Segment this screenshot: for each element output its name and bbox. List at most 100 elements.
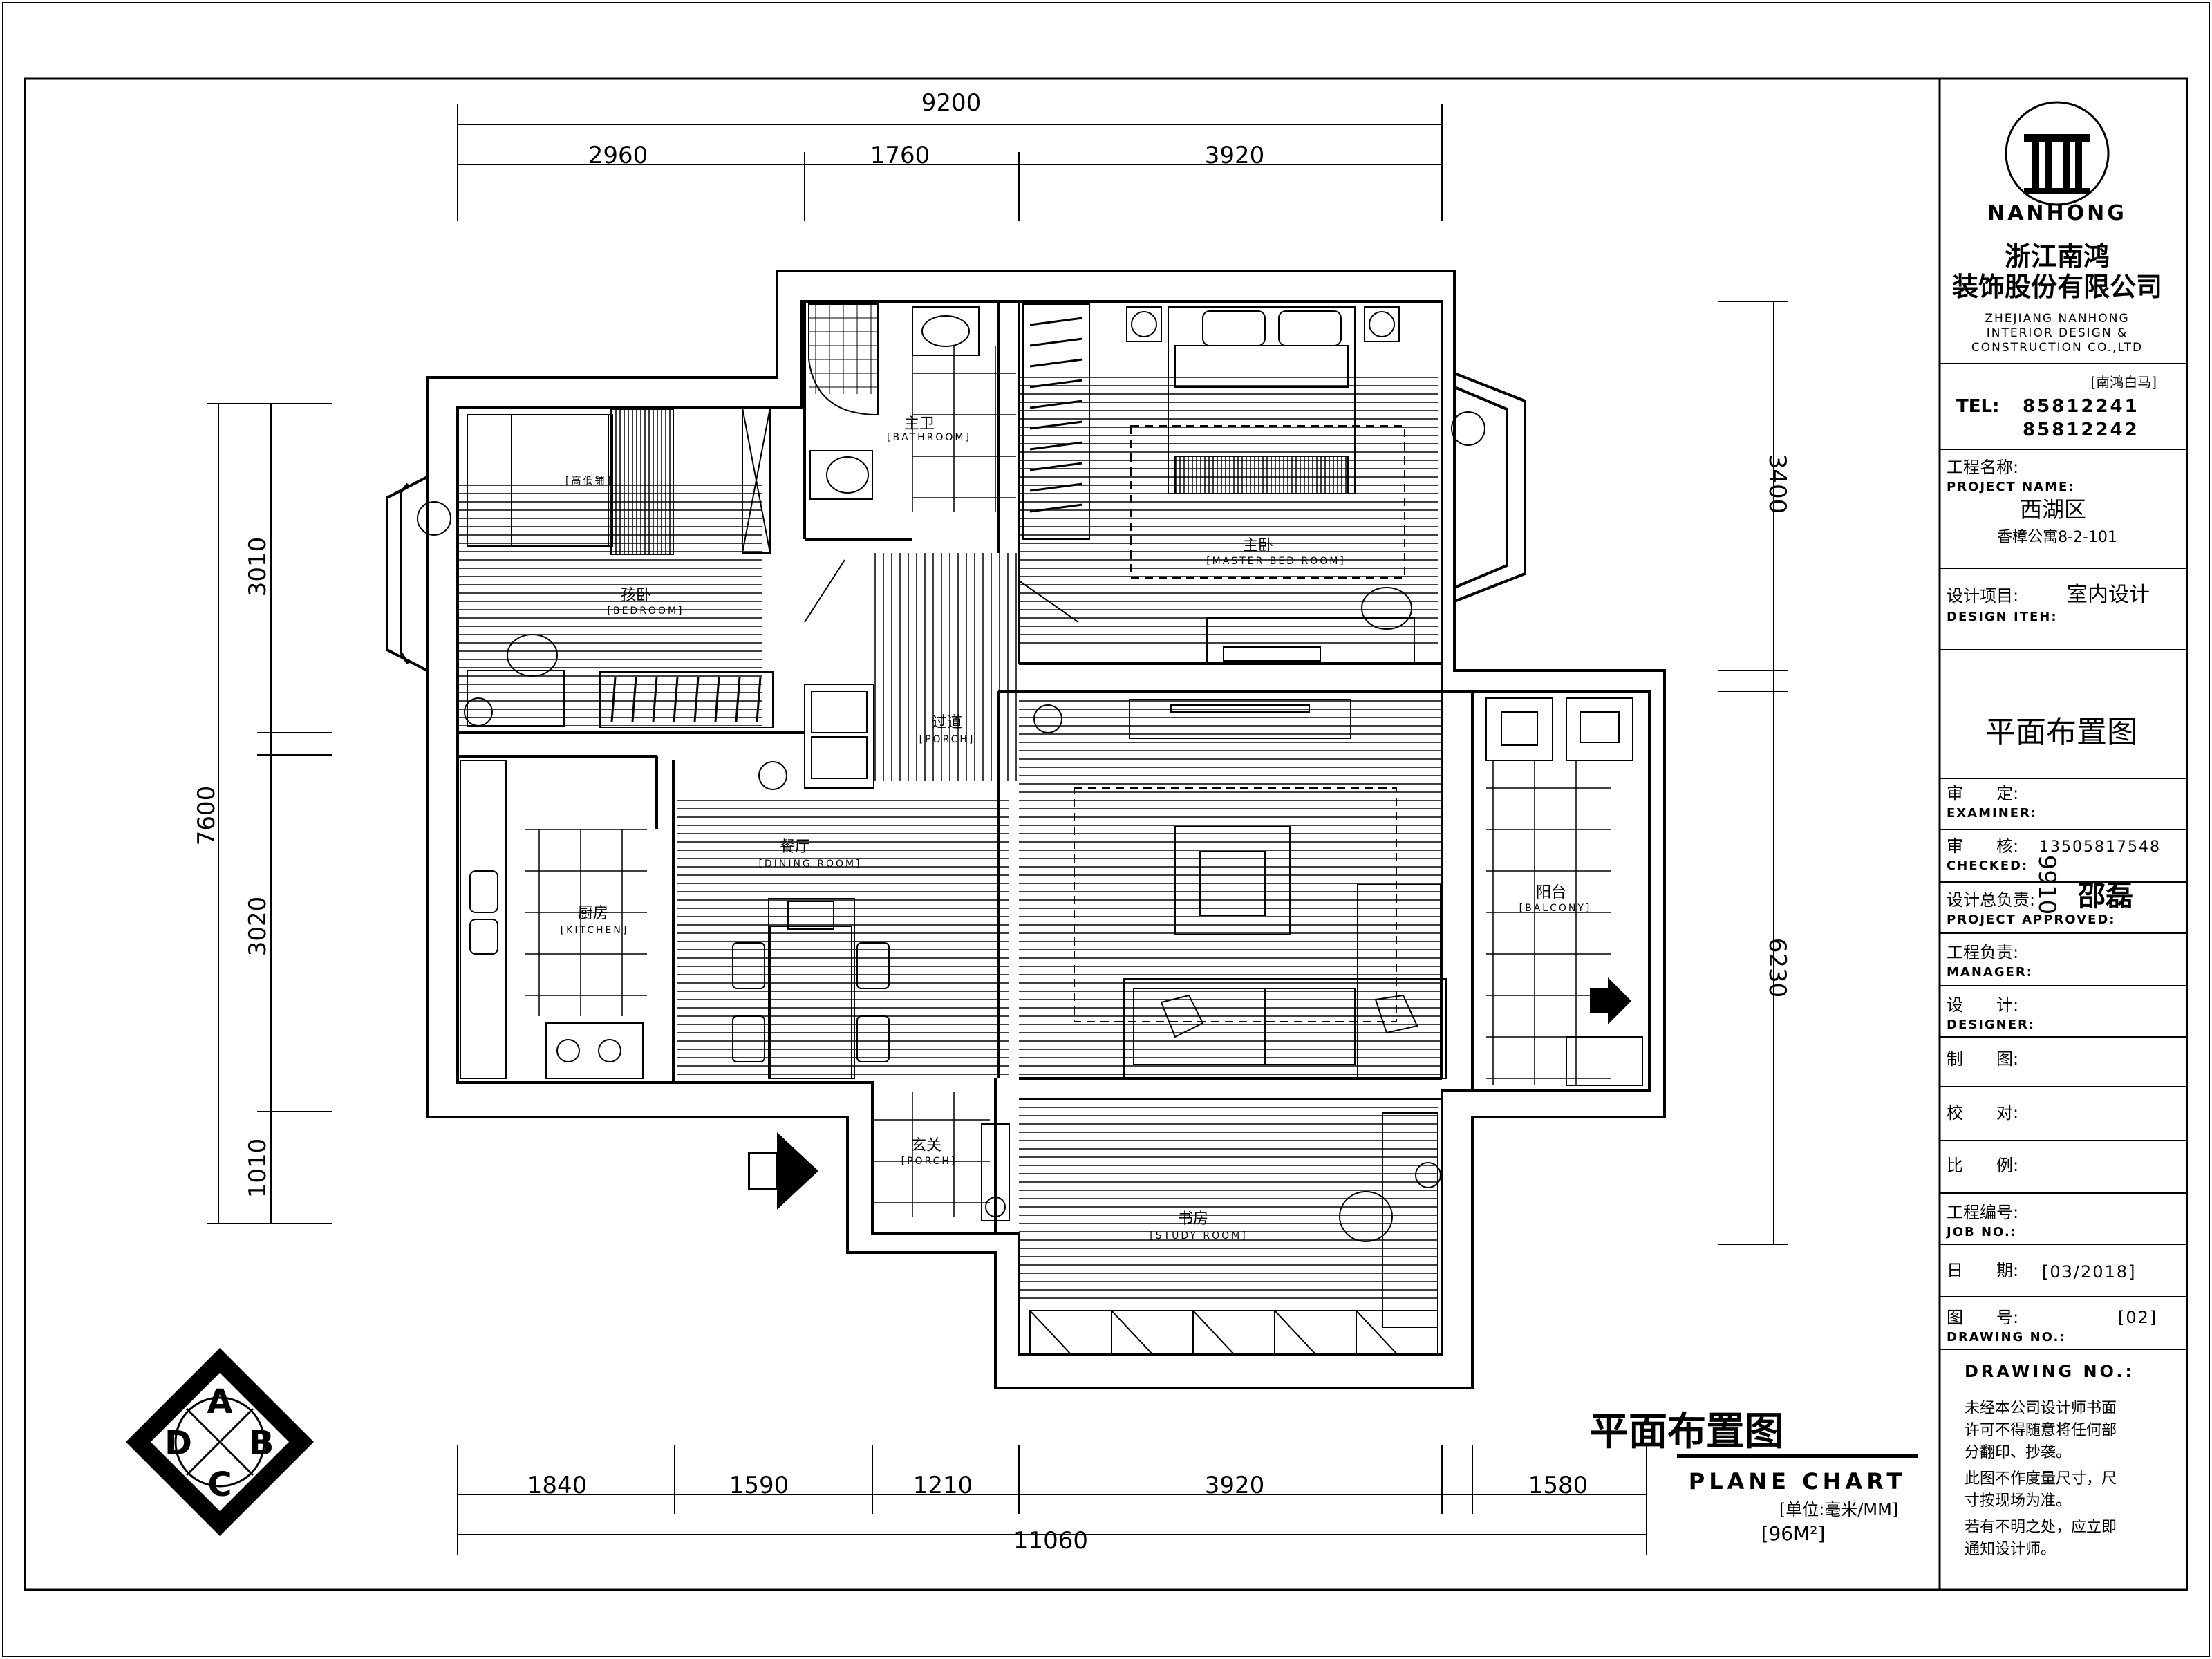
balcony-arrow-icon: [1590, 977, 1631, 1024]
room-study-cn: 书房: [1178, 1210, 1208, 1228]
entrance-arrow-icon: [748, 1132, 818, 1210]
dim-bottom-1: 1840: [527, 1472, 588, 1499]
company-cn-1: 浙江南鸿: [2005, 241, 2110, 272]
svg-text:许可不得随意将任何部: 许可不得随意将任何部: [1965, 1422, 2117, 1439]
manager-en: MANAGER:: [1947, 965, 2033, 980]
dim-left-total: 7600: [193, 786, 221, 846]
dim-bottom-2: 1590: [729, 1472, 789, 1499]
room-master-en: [MASTER BED ROOM]: [1206, 556, 1346, 567]
room-bathroom-cn: 主卫: [904, 415, 935, 433]
room-kitchen-en: [KITCHEN]: [561, 925, 629, 936]
checked-value: 13505817548: [2039, 838, 2161, 856]
svg-text:B: B: [249, 1424, 274, 1463]
svg-text:寸按现场为准。: 寸按现场为准。: [1965, 1492, 2071, 1510]
dim-top-3: 3920: [1205, 142, 1265, 169]
compass-icon: A B C D: [126, 1348, 314, 1536]
dim-top-total: 9200: [921, 89, 982, 117]
svg-text:C: C: [207, 1465, 232, 1504]
room-porch-en: [PORCH]: [919, 734, 975, 745]
designer-en: DESIGNER:: [1947, 1018, 2035, 1032]
tel-2: 85812242: [2023, 420, 2139, 440]
project-label-cn: 工程名称:: [1947, 458, 2018, 477]
tel-label: TEL:: [1956, 396, 1999, 417]
plan-unit: [单位:毫米/MM]: [1779, 1500, 1898, 1519]
scale-cn: 比 例:: [1947, 1156, 2018, 1175]
svg-text:通知设计师。: 通知设计师。: [1965, 1541, 2056, 1558]
room-bathroom-en: [BATHROOM]: [887, 432, 971, 443]
room-entry-en: [PORCH]: [901, 1156, 957, 1167]
room-porch-cn: 过道: [932, 714, 962, 731]
dim-bottom-total: 11060: [1013, 1527, 1088, 1555]
walls: [386, 270, 1666, 1389]
drafter-cn: 制 图:: [1947, 1049, 2018, 1069]
room-bedroom-en: [BEDROOM]: [608, 606, 684, 617]
plan-title-en: PLANE CHART: [1689, 1468, 1906, 1494]
plan-title-cn: 平面布置图: [1590, 1409, 1783, 1454]
company-en-2: INTERIOR DESIGN &: [1987, 326, 2128, 340]
checked-en: CHECKED:: [1947, 859, 2028, 873]
room-bedroom-cn: 孩卧: [621, 587, 651, 604]
furniture: [417, 303, 1643, 1356]
examiner-cn: 审 定:: [1947, 784, 2018, 803]
room-balcony-en: [BALCONY]: [1519, 903, 1592, 914]
date-value: [03/2018]: [2042, 1262, 2136, 1282]
brand-name: NANHONG: [1987, 201, 2127, 225]
room-entry-cn: 玄关: [911, 1137, 941, 1154]
project-value-2: 香樟公寓8-2-101: [1997, 529, 2117, 546]
dim-left-2: 3020: [244, 897, 272, 957]
svg-text:分翻印、抄袭。: 分翻印、抄袭。: [1965, 1444, 2071, 1461]
drawing-no-value: [02]: [2118, 1308, 2157, 1327]
approved-en: PROJECT APPROVED:: [1947, 912, 2115, 927]
drawing-no-cn: 图 号:: [1947, 1308, 2018, 1327]
room-kitchen-cn: 厨房: [578, 905, 608, 922]
room-labels: 主卫 [BATHROOM] 主卧 [MASTER BED ROOM] 孩卧 [B…: [561, 415, 1592, 1241]
entrance-arrow-tail: [749, 1152, 778, 1190]
examiner-en: EXAMINER:: [1947, 806, 2037, 821]
floor-finishes: [458, 304, 1611, 1306]
svg-text:若有不明之处，应立即: 若有不明之处，应立即: [1965, 1519, 2117, 1536]
company-cn-2: 装饰股份有限公司: [1952, 272, 2162, 302]
room-master-cn: 主卧: [1243, 537, 1273, 554]
proof-cn: 校 对:: [1947, 1103, 2018, 1123]
drawing-title: 平面布置图: [1985, 715, 2137, 750]
approved-value: 邵磊: [2077, 881, 2133, 912]
room-dining-cn: 餐厅: [780, 838, 810, 856]
room-study-en: [STUDY ROOM]: [1150, 1230, 1247, 1241]
dimension-lines: [207, 104, 1788, 1555]
dim-bottom-3: 1210: [913, 1472, 973, 1499]
drawing-frame: [24, 77, 2188, 1591]
company-tag: [南鸿白马]: [2090, 374, 2157, 391]
design-label-en: DESIGN ITEH:: [1947, 610, 2058, 624]
drawing-no-en: DRAWING NO.:: [1947, 1330, 2066, 1344]
dim-bottom-4: 3920: [1205, 1472, 1265, 1499]
manager-cn: 工程负责:: [1947, 943, 2018, 962]
dim-top-2: 1760: [870, 142, 930, 169]
project-value-1: 西湖区: [2020, 496, 2086, 523]
company-en-3: CONSTRUCTION CO.,LTD: [1971, 341, 2143, 355]
project-label-en: PROJECT NAME:: [1947, 480, 2075, 494]
design-value: 室内设计: [2067, 583, 2150, 607]
title-block: [1940, 363, 2187, 1350]
room-balcony-cn: 阳台: [1536, 884, 1566, 901]
dim-right-1: 3400: [1763, 454, 1791, 514]
tel-1: 85812241: [2023, 396, 2139, 417]
dim-right-total: 9910: [2033, 855, 2061, 915]
notes-header: DRAWING NO.:: [1965, 1362, 2135, 1381]
design-label-cn: 设计项目:: [1947, 586, 2018, 606]
brand-logo: [2005, 101, 2110, 206]
dim-top-1: 2960: [588, 142, 648, 169]
date-cn: 日 期:: [1947, 1261, 2018, 1280]
svg-text:A: A: [207, 1382, 232, 1421]
job-en: JOB NO.:: [1945, 1225, 2017, 1239]
svg-text:此图不作度量尺寸，尺: 此图不作度量尺寸，尺: [1965, 1470, 2117, 1488]
checked-cn: 审 核:: [1947, 836, 2018, 856]
designer-cn: 设 计:: [1947, 995, 2018, 1015]
approved-cn: 设计总负责:: [1947, 890, 2035, 910]
company-en-1: ZHEJIANG NANHONG: [1985, 312, 2129, 326]
dim-left-3: 1010: [244, 1138, 272, 1199]
job-cn: 工程编号:: [1947, 1203, 2018, 1222]
dim-bottom-5: 1580: [1528, 1472, 1588, 1499]
bunk-bed-label: [高低铺]: [565, 475, 612, 487]
